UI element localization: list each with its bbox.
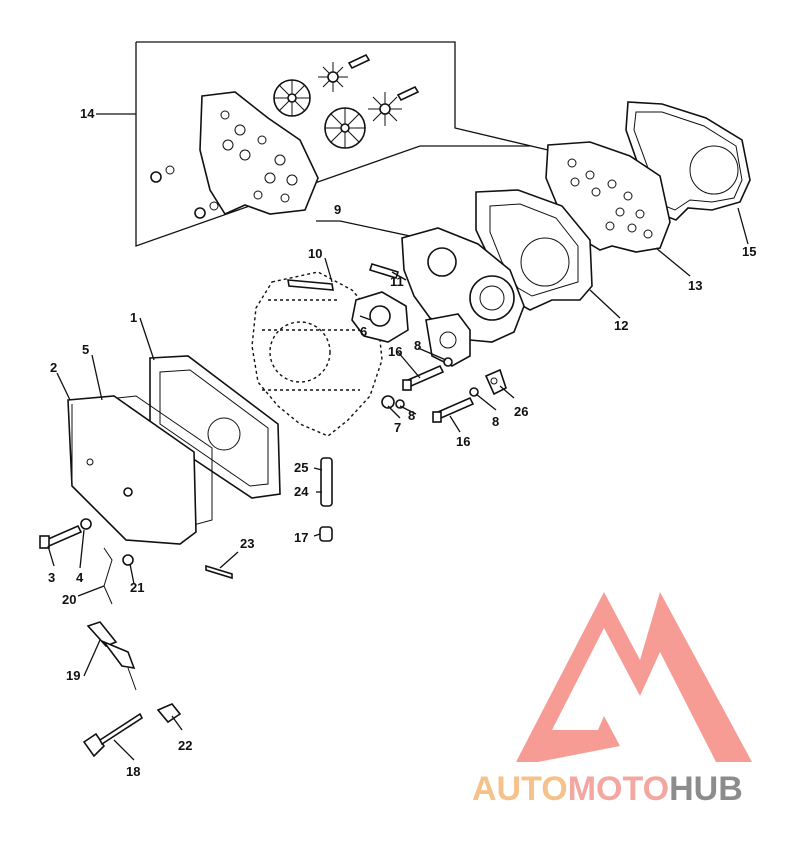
callout-24: 24: [294, 484, 309, 499]
callout-19: 19: [66, 668, 80, 683]
callout-10: 10: [308, 246, 322, 261]
washer-icon: [80, 518, 92, 530]
callout-5: 5: [82, 342, 89, 357]
pump-body-9: [401, 227, 525, 367]
callout-16a: 16: [388, 344, 402, 359]
pin-icon: [319, 457, 333, 542]
callout-labels: 1 2 3 4 5 6 7 8 8 8 9 10 11 12 13 14 15 …: [48, 106, 756, 779]
lever-19: [86, 621, 137, 691]
stud-icon: [287, 263, 400, 291]
rotor-flower-icon: [324, 107, 366, 149]
callout-11: 11: [390, 274, 404, 289]
callout-13: 13: [688, 278, 702, 293]
rotor-star-icon: [368, 92, 402, 126]
bracket-26: [484, 368, 507, 396]
callout-8c: 8: [492, 414, 499, 429]
callout-17: 17: [294, 530, 308, 545]
callout-6: 6: [360, 324, 367, 339]
callout-8a: 8: [414, 338, 421, 353]
inset-detail-box: [135, 41, 549, 247]
callout-21: 21: [130, 580, 144, 595]
bolt-icon: [402, 364, 475, 423]
callout-14: 14: [80, 106, 95, 121]
nut-icon: [150, 165, 219, 219]
screw-icon: [39, 524, 83, 549]
knob-18: [82, 712, 144, 758]
callout-9: 9: [334, 202, 341, 217]
callout-2: 2: [50, 360, 57, 375]
callout-3: 3: [48, 570, 55, 585]
callout-1: 1: [130, 310, 137, 325]
rod-23: [205, 564, 233, 580]
callout-22: 22: [178, 738, 192, 753]
callout-18: 18: [126, 764, 140, 779]
callout-23: 23: [240, 536, 254, 551]
engine-block-dashed: [251, 271, 383, 437]
watermark-logo: [516, 592, 752, 762]
grommet-22: [156, 703, 182, 724]
clip-icon: [103, 547, 134, 605]
callout-7: 7: [394, 420, 401, 435]
cover-2: [67, 395, 197, 545]
nut-icon: [381, 395, 395, 409]
callout-20: 20: [62, 592, 76, 607]
rotor-star-icon: [318, 62, 348, 92]
callout-12: 12: [614, 318, 628, 333]
callout-16b: 16: [456, 434, 470, 449]
callout-15: 15: [742, 244, 756, 259]
callout-4: 4: [76, 570, 84, 585]
callout-26: 26: [514, 404, 528, 419]
callout-8b: 8: [408, 408, 415, 423]
rotor-flower-icon: [273, 79, 311, 117]
leader-lines: [47, 113, 749, 761]
callout-25: 25: [294, 460, 308, 475]
bolt-icon: [347, 53, 420, 102]
flange-6: [351, 291, 409, 343]
watermark-text: AUTOMOTOHUB: [472, 770, 743, 808]
